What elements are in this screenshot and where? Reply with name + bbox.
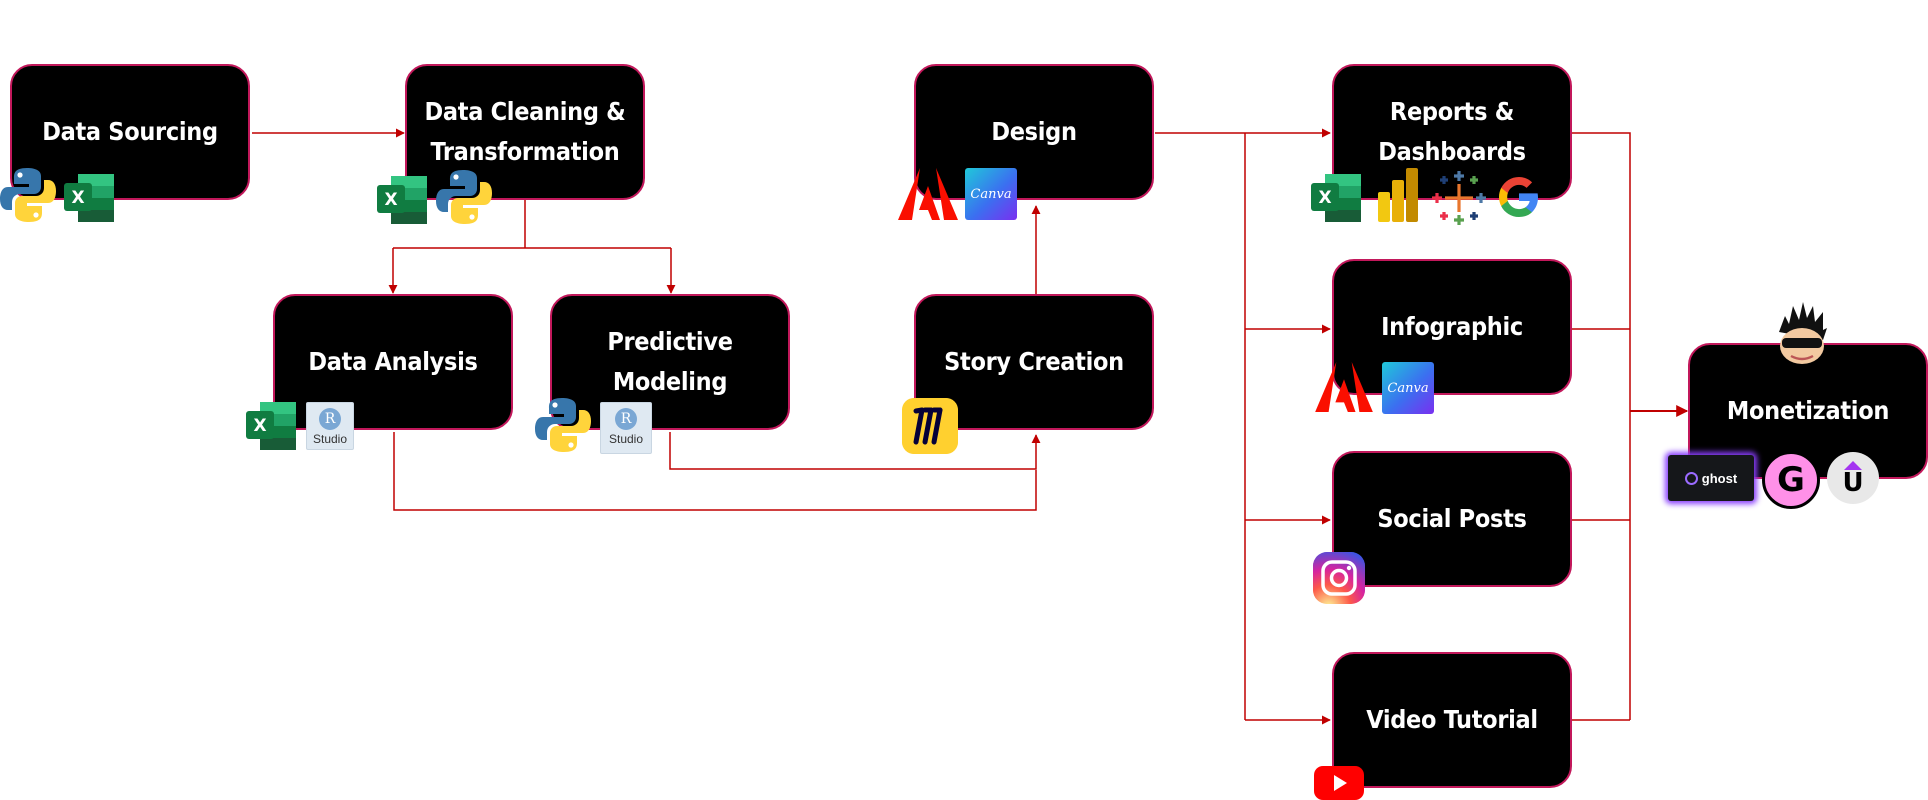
gumroad-icon: G — [1762, 451, 1820, 509]
node-label: Design — [991, 117, 1077, 146]
node-label: Data Cleaning & Transformation — [416, 92, 633, 172]
node-infographic[interactable]: Infographic — [1332, 259, 1572, 395]
node-label-line: Reports & — [1389, 97, 1515, 126]
python-icon — [436, 170, 492, 224]
connector-analysis-story — [393, 432, 1037, 511]
google-icon — [1499, 177, 1538, 217]
adobe-icon — [1315, 362, 1373, 412]
canva-icon: Canva — [965, 168, 1017, 220]
node-label-line: Data Cleaning & — [424, 97, 626, 126]
youtube-icon — [1314, 766, 1364, 800]
node-label: Video Tutorial — [1366, 705, 1538, 734]
svg-text:X: X — [1318, 188, 1331, 208]
node-label: Predictive Modeling — [607, 327, 733, 396]
adobe-icon — [898, 168, 958, 220]
svg-text:X: X — [71, 188, 84, 208]
python-icon — [0, 168, 56, 222]
excel-icon: X — [1311, 174, 1361, 222]
rstudio-icon: R Studio — [306, 402, 354, 450]
canva-icon: Canva — [1382, 362, 1434, 414]
svg-text:X: X — [253, 416, 266, 436]
node-data-sourcing[interactable]: Data Sourcing — [10, 64, 250, 200]
udemy-cap-icon — [1844, 461, 1862, 470]
connector-design-trunk — [1155, 132, 1246, 720]
canva-icon-label: Canva — [1387, 380, 1429, 396]
node-predictive-modeling[interactable]: Predictive Modeling — [550, 294, 790, 430]
rstudio-icon: R Studio — [600, 402, 652, 454]
node-data-cleaning[interactable]: Data Cleaning & Transformation — [405, 64, 645, 200]
python-icon — [535, 398, 591, 452]
canva-icon-label: Canva — [970, 186, 1012, 202]
node-social-posts[interactable]: Social Posts — [1332, 451, 1572, 587]
instagram-icon — [1313, 552, 1365, 604]
rstudio-label: Studio — [608, 432, 644, 446]
node-label: Data Analysis — [308, 347, 478, 376]
svg-text:X: X — [384, 190, 397, 210]
excel-icon: X — [377, 176, 427, 224]
excel-icon: X — [246, 402, 296, 450]
node-label: Monetization — [1726, 396, 1890, 425]
miro-icon — [902, 398, 958, 454]
r-logo: R — [615, 408, 637, 430]
node-label: Data Sourcing — [42, 117, 218, 146]
connector-cleaning-split — [393, 200, 671, 249]
rstudio-label: Studio — [312, 432, 348, 446]
udemy-letter: U — [1842, 468, 1864, 498]
node-label: Infographic — [1381, 312, 1523, 341]
node-label: Story Creation — [944, 347, 1124, 376]
node-design[interactable]: Design — [914, 64, 1154, 200]
ghost-ring-icon — [1684, 471, 1698, 485]
node-label-line: Transformation — [430, 137, 620, 166]
mascot-avatar-icon — [1779, 302, 1827, 364]
ghost-icon: ghost — [1668, 455, 1754, 501]
connector-predictive-story — [669, 432, 1041, 470]
node-label-line: Dashboards — [1378, 137, 1526, 166]
ghost-label: ghost — [1701, 470, 1738, 486]
node-reports-dashboards[interactable]: Reports & Dashboards — [1332, 64, 1572, 200]
r-logo: R — [319, 408, 341, 430]
connector-outputs-trunk — [1572, 132, 1631, 721]
excel-icon: X — [64, 174, 114, 222]
node-label: Social Posts — [1377, 504, 1527, 533]
tableau-icon — [1432, 171, 1486, 225]
power-bi-icon — [1378, 168, 1418, 222]
udemy-icon: U — [1827, 452, 1879, 504]
node-video-tutorial[interactable]: Video Tutorial — [1332, 652, 1572, 788]
node-label: Reports & Dashboards — [1370, 92, 1534, 172]
gumroad-letter: G — [1777, 460, 1805, 500]
